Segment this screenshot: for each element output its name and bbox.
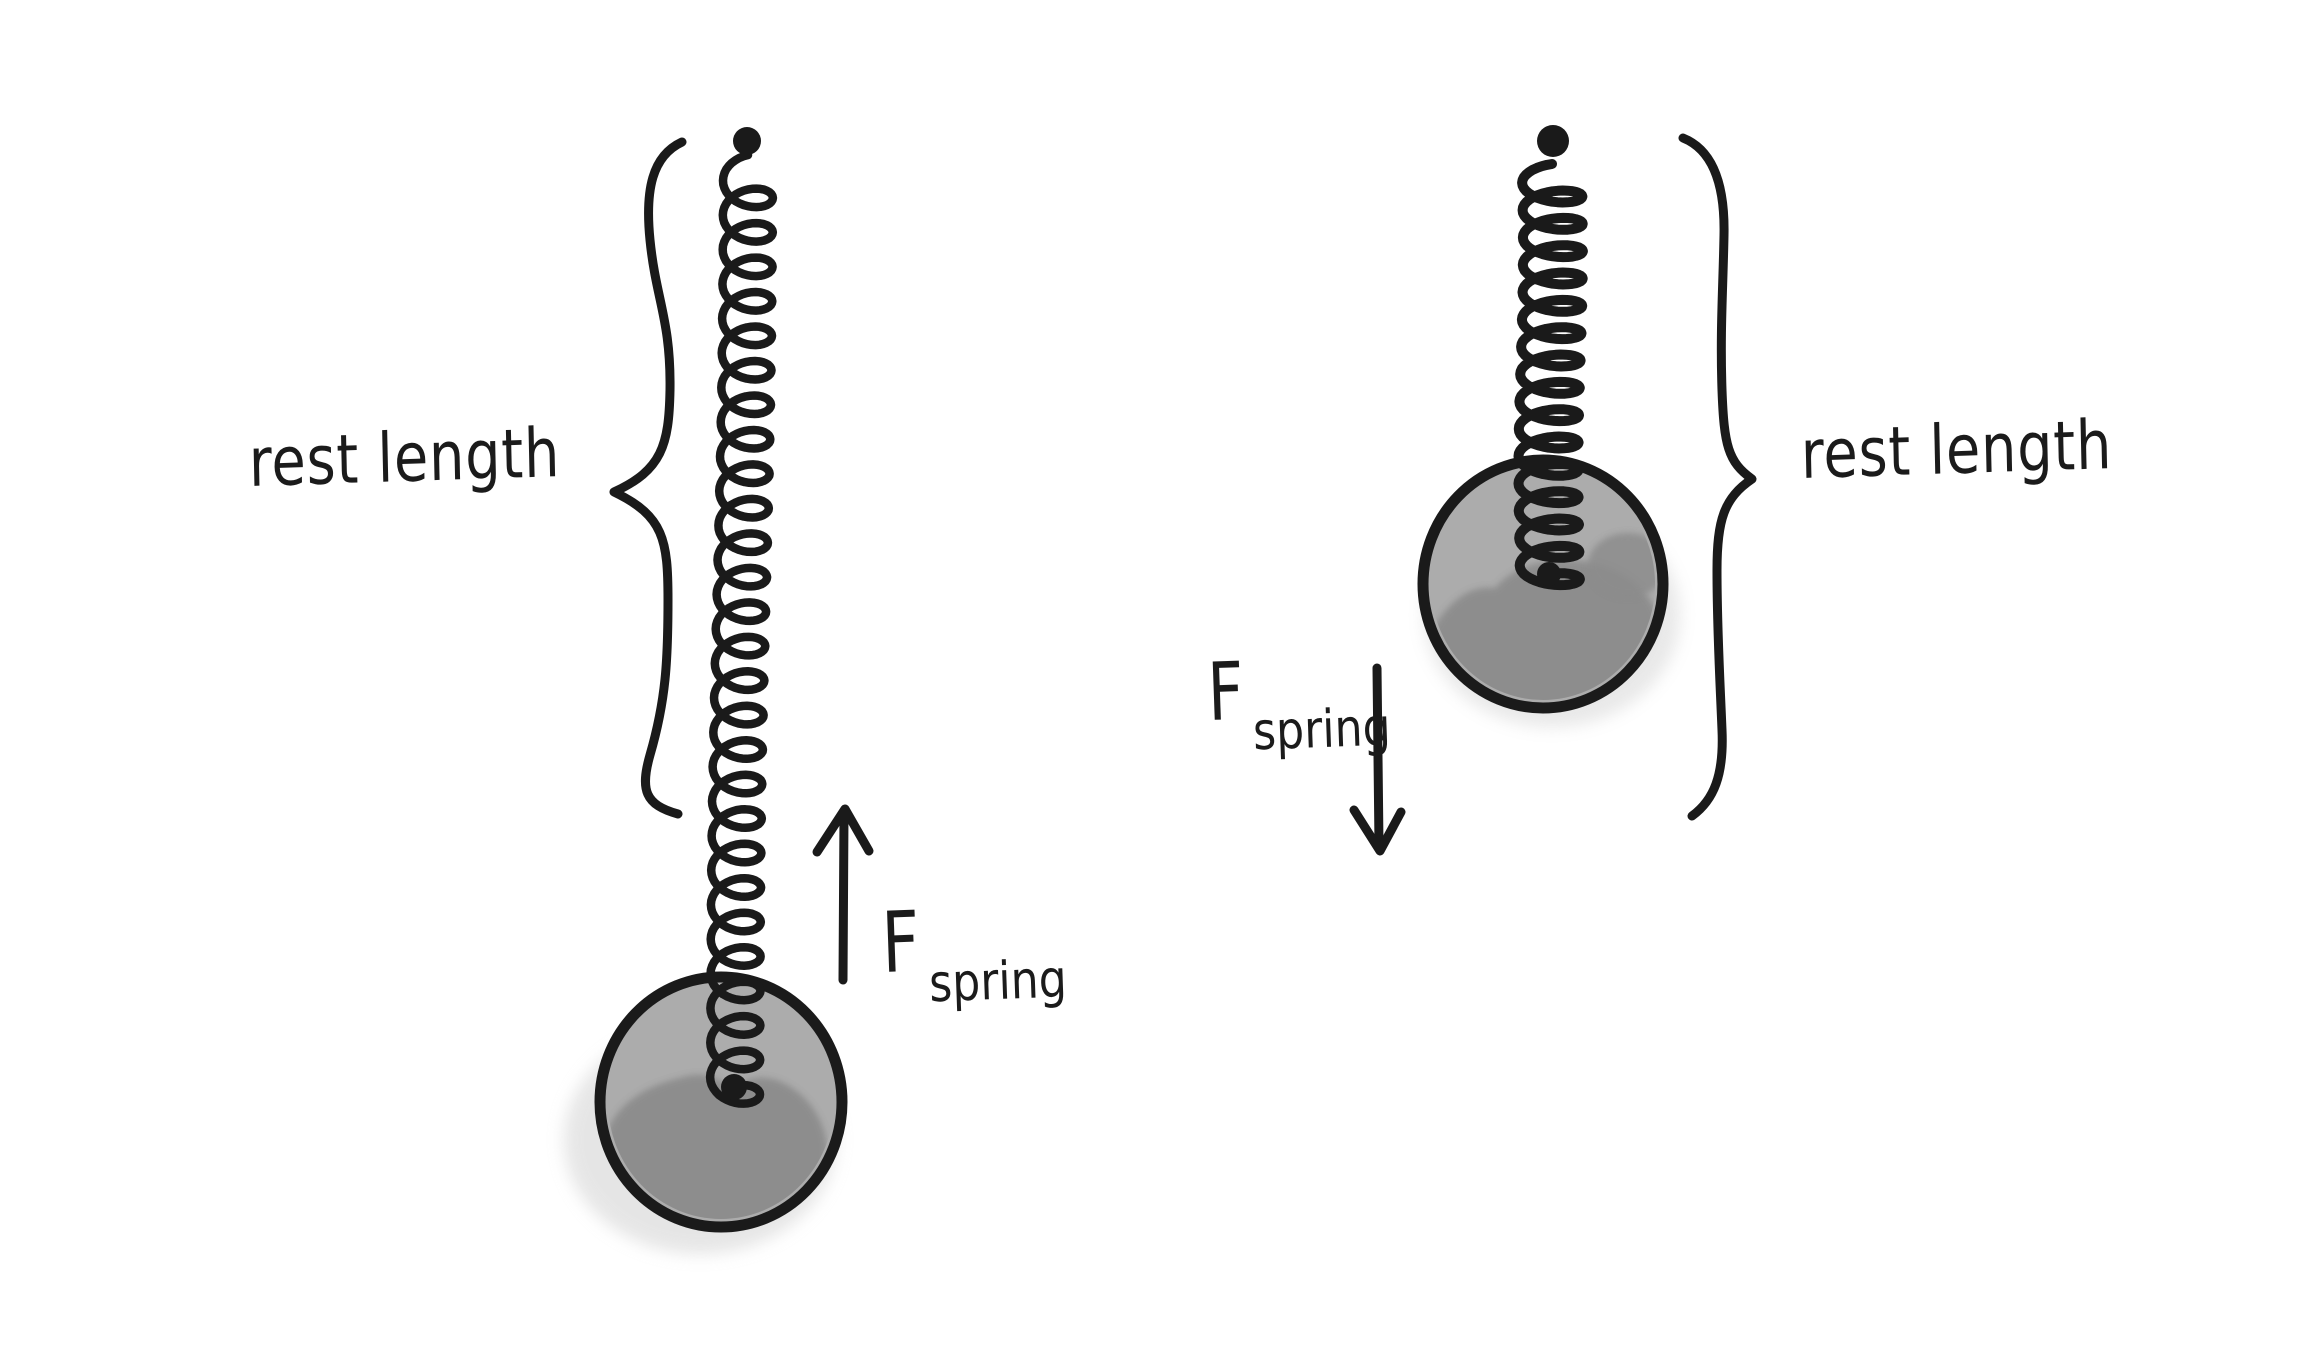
left-spring-anchor-dot: [733, 127, 761, 155]
left-spring-end-dot: [721, 1074, 747, 1100]
left-ball-shade: [608, 1074, 828, 1219]
right-rest-length-label: rest length: [1800, 406, 2113, 495]
right-spring-anchor-dot: [1537, 125, 1569, 157]
left-ball-outline: [594, 971, 848, 1233]
left-spring: [705, 150, 778, 1108]
left-rest-length-label: rest length: [248, 414, 561, 503]
right-force-symbol: F: [1206, 644, 1246, 739]
left-rest-length-brace: [609, 137, 687, 819]
up-arrow-icon: [812, 804, 874, 985]
left-force-symbol: F: [880, 892, 922, 992]
right-ball-shade-upper: [1588, 533, 1655, 597]
right-ball-shade: [1431, 559, 1655, 700]
down-arrow-icon: [1349, 663, 1406, 856]
up-arrow-head: [812, 804, 874, 857]
right-ball-outline: [1417, 454, 1669, 714]
left-force-subscript: spring: [928, 949, 1069, 1015]
right-spring-end-dot: [1537, 562, 1561, 586]
right-figure: [1349, 125, 1757, 856]
up-arrow-shaft: [838, 809, 849, 985]
left-figure: [564, 127, 874, 1254]
right-spring: [1513, 159, 1588, 591]
down-arrow-shaft: [1372, 663, 1384, 850]
down-arrow-head: [1349, 805, 1406, 856]
right-rest-length-brace: [1678, 133, 1757, 821]
right-force-subscript: spring: [1252, 697, 1392, 763]
